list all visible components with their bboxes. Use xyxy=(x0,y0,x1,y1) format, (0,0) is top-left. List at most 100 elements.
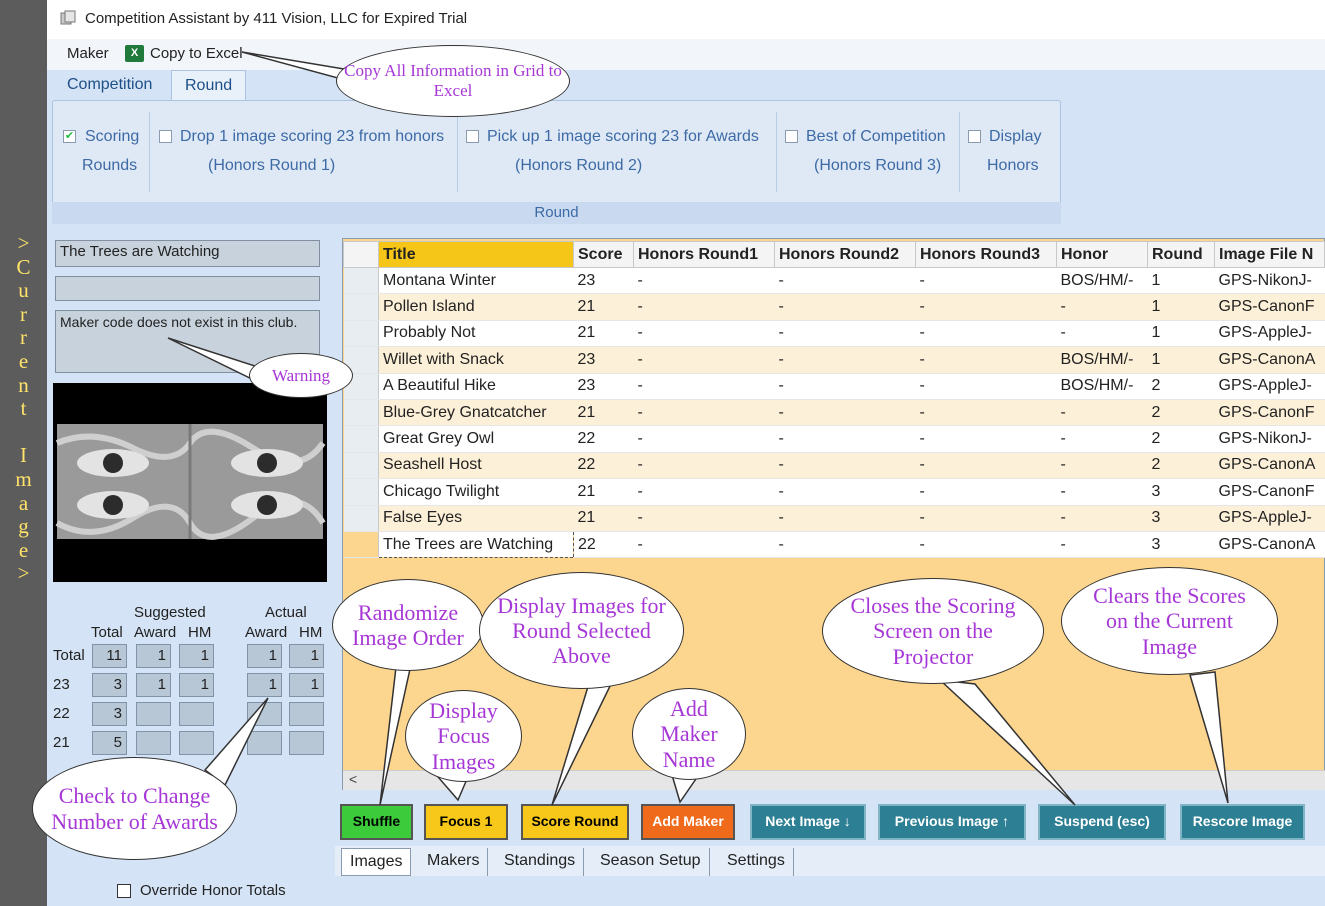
table-cell[interactable]: - xyxy=(915,452,1057,480)
column-header[interactable]: Round xyxy=(1147,241,1215,268)
table-cell[interactable]: - xyxy=(1056,399,1148,427)
tab-round[interactable]: Round xyxy=(171,70,247,100)
table-cell[interactable]: - xyxy=(915,267,1057,295)
table-cell[interactable]: GPS-CanonA xyxy=(1214,531,1325,559)
override-honor-totals-label[interactable]: Override Honor Totals xyxy=(140,882,286,899)
table-cell[interactable]: - xyxy=(774,373,916,400)
table-cell[interactable]: - xyxy=(633,425,775,453)
table-cell[interactable]: - xyxy=(633,478,775,506)
table-cell[interactable]: - xyxy=(915,399,1057,427)
menu-copy-to-excel[interactable]: Copy to Excel xyxy=(150,45,243,62)
tab-standings[interactable]: Standings xyxy=(496,848,585,876)
row-header[interactable] xyxy=(343,478,379,506)
row-header[interactable] xyxy=(343,293,379,321)
table-cell[interactable]: GPS-AppleJ- xyxy=(1214,373,1325,400)
table-cell[interactable]: - xyxy=(915,478,1057,506)
table-cell[interactable]: Blue-Grey Gnatcatcher xyxy=(378,399,574,427)
totals-cell-a-award[interactable]: 1 xyxy=(247,644,282,668)
honors-round1-label[interactable]: Drop 1 image scoring 23 from honors xyxy=(180,128,445,145)
table-cell[interactable]: GPS-NikonJ- xyxy=(1214,267,1325,295)
tab-season-setup[interactable]: Season Setup xyxy=(592,848,710,876)
scoring-rounds-label[interactable]: Scoring xyxy=(85,128,140,145)
table-cell[interactable]: 2 xyxy=(1147,399,1215,427)
table-cell[interactable]: 3 xyxy=(1147,478,1215,506)
table-cell[interactable]: Montana Winter xyxy=(378,267,574,295)
menu-maker[interactable]: Maker xyxy=(67,45,109,62)
score-round-button[interactable]: Score Round xyxy=(521,804,629,840)
display-honors-checkbox[interactable] xyxy=(968,130,981,143)
table-cell[interactable]: GPS-AppleJ- xyxy=(1214,320,1325,348)
table-cell[interactable]: - xyxy=(774,399,916,427)
table-cell[interactable]: - xyxy=(915,425,1057,453)
table-cell[interactable]: - xyxy=(1056,478,1148,506)
table-cell[interactable]: - xyxy=(633,346,775,374)
table-cell[interactable]: - xyxy=(774,505,916,532)
honors-round1-checkbox[interactable] xyxy=(159,130,172,143)
table-cell[interactable]: 3 xyxy=(1147,531,1215,559)
table-cell[interactable]: - xyxy=(1056,425,1148,453)
table-cell[interactable]: 1 xyxy=(1147,293,1215,321)
grid-corner[interactable] xyxy=(343,241,379,268)
column-header[interactable]: Title xyxy=(378,241,574,268)
table-cell[interactable]: - xyxy=(915,505,1057,532)
override-honor-totals-checkbox[interactable] xyxy=(117,884,131,898)
image-title-field[interactable]: The Trees are Watching xyxy=(55,240,320,267)
table-cell[interactable]: - xyxy=(1056,320,1148,348)
table-cell[interactable]: A Beautiful Hike xyxy=(378,373,574,400)
table-cell[interactable]: - xyxy=(633,267,775,295)
table-cell[interactable]: 21 xyxy=(573,399,634,427)
rescore-image-button[interactable]: Rescore Image xyxy=(1180,804,1305,840)
table-cell[interactable]: Probably Not xyxy=(378,320,574,348)
table-cell[interactable]: The Trees are Watching xyxy=(378,530,574,559)
row-header[interactable] xyxy=(343,425,379,453)
table-cell[interactable]: 2 xyxy=(1147,425,1215,453)
table-cell[interactable]: - xyxy=(633,531,775,559)
table-cell[interactable]: Seashell Host xyxy=(378,452,574,480)
column-header[interactable]: Image File N xyxy=(1214,241,1325,268)
table-cell[interactable]: BOS/HM/- xyxy=(1056,346,1148,374)
table-cell[interactable]: Pollen Island xyxy=(378,293,574,321)
column-header[interactable]: Honors Round2 xyxy=(774,241,916,268)
row-header[interactable] xyxy=(343,505,379,532)
table-cell[interactable]: GPS-CanonF xyxy=(1214,293,1325,321)
table-cell[interactable]: 2 xyxy=(1147,373,1215,400)
best-of-competition-label[interactable]: Best of Competition xyxy=(806,128,946,145)
table-cell[interactable]: GPS-CanonF xyxy=(1214,399,1325,427)
table-cell[interactable]: 21 xyxy=(573,293,634,321)
table-cell[interactable]: False Eyes xyxy=(378,505,574,532)
best-of-competition-checkbox[interactable] xyxy=(785,130,798,143)
table-cell[interactable]: BOS/HM/- xyxy=(1056,373,1148,400)
row-header[interactable] xyxy=(343,531,379,559)
table-cell[interactable]: - xyxy=(1056,531,1148,559)
column-header[interactable]: Score xyxy=(573,241,634,268)
row-header[interactable] xyxy=(343,399,379,427)
totals-cell-a-hm[interactable] xyxy=(289,702,324,726)
tab-settings[interactable]: Settings xyxy=(719,848,794,876)
table-cell[interactable]: GPS-CanonF xyxy=(1214,478,1325,506)
maker-field[interactable] xyxy=(55,276,320,301)
table-cell[interactable]: 3 xyxy=(1147,505,1215,532)
table-cell[interactable]: - xyxy=(1056,505,1148,532)
display-honors-label[interactable]: Display xyxy=(989,128,1042,145)
table-cell[interactable]: 22 xyxy=(573,452,634,480)
tab-images[interactable]: Images xyxy=(341,848,412,876)
row-header[interactable] xyxy=(343,267,379,295)
suspend-button[interactable]: Suspend (esc) xyxy=(1038,804,1166,840)
table-cell[interactable]: - xyxy=(633,293,775,321)
totals-cell-a-hm[interactable]: 1 xyxy=(289,644,324,668)
shuffle-button[interactable]: Shuffle xyxy=(340,804,413,840)
scoring-rounds-checkbox[interactable]: ✔ xyxy=(63,130,76,143)
table-cell[interactable]: 1 xyxy=(1147,320,1215,348)
table-cell[interactable]: 23 xyxy=(573,373,634,400)
table-cell[interactable]: - xyxy=(774,320,916,348)
tab-competition[interactable]: Competition xyxy=(67,76,153,93)
honors-round2-checkbox[interactable] xyxy=(466,130,479,143)
table-cell[interactable]: 1 xyxy=(1147,267,1215,295)
table-cell[interactable]: GPS-AppleJ- xyxy=(1214,505,1325,532)
table-cell[interactable]: 21 xyxy=(573,320,634,348)
